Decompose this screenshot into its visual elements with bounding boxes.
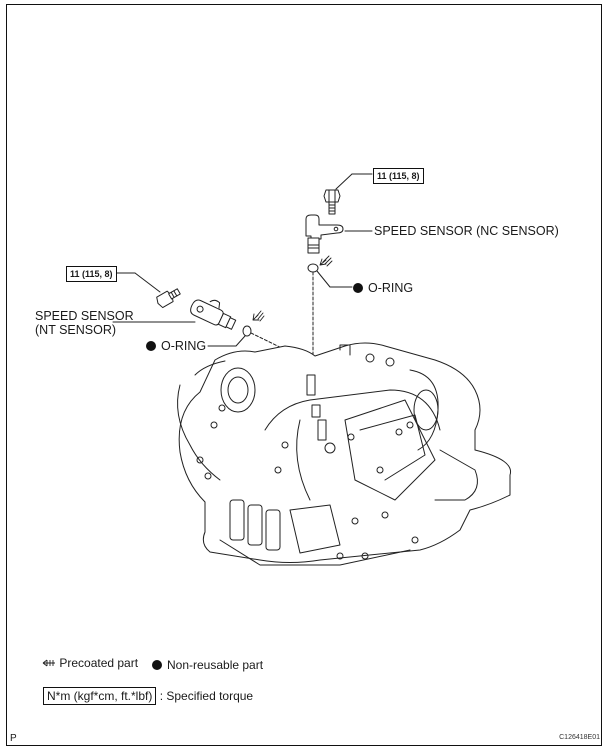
nt-sensor-label-line2: (NT SENSOR) (35, 323, 117, 337)
legend-non-reusable-text: Non-reusable part (167, 658, 264, 672)
nt-oring-text: O-RING (161, 339, 207, 353)
legend-precoated-text: Precoated part (59, 656, 139, 670)
nc-oring-icon (307, 263, 319, 273)
nt-precoat-arrow-icon (252, 310, 265, 322)
nc-oring-text: O-RING (368, 281, 414, 295)
nt-bolt-torque-box: 11 (115, 8) (66, 266, 117, 282)
nc-oring-label: O-RING (353, 281, 413, 296)
nt-sensor-icon (190, 299, 237, 330)
nt-oring-leader (207, 335, 246, 347)
legend-torque-desc: : Specified torque (159, 689, 254, 703)
non-reusable-dot-icon (353, 283, 363, 293)
legend-torque-unit-box: N*m (kgf*cm, ft.*lbf) (43, 687, 157, 705)
non-reusable-dot-icon (152, 660, 162, 670)
legend-precoated: Precoated part (42, 656, 138, 670)
nt-oring-icon (242, 325, 252, 337)
legend-torque: N*m (kgf*cm, ft.*lbf) : Specified torque (43, 687, 254, 705)
nt-oring-label: O-RING (146, 339, 206, 354)
transmission-icon (177, 342, 512, 566)
nc-bolt-icon (323, 189, 341, 215)
nc-sensor-icon (305, 214, 344, 254)
non-reusable-dot-icon (146, 341, 156, 351)
page-marker: P (10, 733, 17, 744)
nt-bolt-leader (134, 272, 161, 293)
nc-bolt-torque-box: 11 (115, 8) (373, 168, 424, 184)
nt-sensor-label-line1: SPEED SENSOR (35, 309, 134, 323)
nc-precoat-arrow-icon (319, 255, 333, 267)
figure-frame (6, 4, 602, 746)
nc-oring-leader (316, 270, 353, 288)
nt-bolt-icon (156, 288, 181, 309)
legend-non-reusable: Non-reusable part (152, 658, 263, 672)
nc-sensor-label: SPEED SENSOR (NC SENSOR) (374, 224, 559, 238)
precoated-arrow-icon (42, 659, 55, 667)
figure-code: C126418E01 (559, 734, 600, 741)
